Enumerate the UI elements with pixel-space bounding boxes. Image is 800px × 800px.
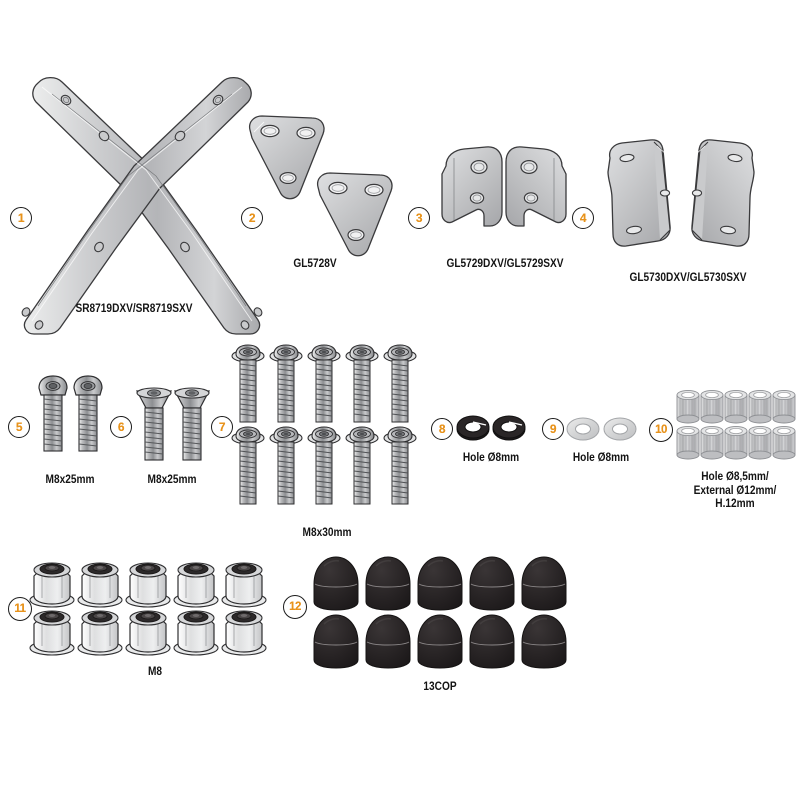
part-4-plates-graphic (596, 134, 766, 264)
part-1-frame-graphic (0, 58, 300, 348)
caption-part-3: GL5729DXV/GL5729SXV (446, 258, 564, 270)
caption-part-4: GL5730DXV/GL5730SXV (629, 272, 747, 284)
caption-part-8: Hole Ø8mm (462, 452, 520, 464)
callout-6[interactable]: 6 (110, 416, 132, 438)
caption-part-10: Hole Ø8,5mm/ External Ø12mm/ H.12mm (676, 471, 794, 512)
callout-1[interactable]: 1 (10, 207, 32, 229)
callout-7[interactable]: 7 (211, 416, 233, 438)
part-11-nuts-graphic (29, 558, 280, 668)
callout-3[interactable]: 3 (408, 207, 430, 229)
part-3-brackets-graphic (434, 140, 574, 250)
callout-5[interactable]: 5 (8, 416, 30, 438)
caption-part-1: SR8719DXV/SR8719SXV (75, 303, 193, 315)
caption-part-6: M8x25mm (147, 474, 197, 486)
callout-2[interactable]: 2 (241, 207, 263, 229)
part-6-screws-graphic (133, 386, 213, 468)
callout-9[interactable]: 9 (542, 418, 564, 440)
caption-part-7: M8x30mm (302, 527, 352, 539)
part-2-plates-graphic (238, 108, 368, 253)
callout-11[interactable]: 11 (8, 597, 32, 621)
caption-part-2: GL5728V (293, 258, 337, 270)
callout-12[interactable]: 12 (283, 595, 307, 619)
callout-8[interactable]: 8 (431, 418, 453, 440)
part-12-caps-graphic (310, 554, 570, 674)
part-2-plate-second-graphic (306, 165, 436, 275)
caption-part-10-line-3: H.12mm (715, 498, 755, 510)
part-7-screws-graphic (231, 344, 432, 529)
part-8-washers-graphic (456, 412, 526, 446)
part-10-spacers-graphic (676, 388, 796, 464)
caption-part-12: 13COP (423, 681, 457, 693)
caption-part-11: M8 (147, 666, 163, 678)
caption-part-10-line-1: Hole Ø8,5mm/ (701, 471, 769, 483)
part-5-screws-graphic (33, 374, 108, 464)
callout-10[interactable]: 10 (649, 418, 673, 442)
caption-part-5: M8x25mm (45, 474, 95, 486)
caption-part-9: Hole Ø8mm (572, 452, 630, 464)
part-9-washers-graphic (566, 414, 638, 444)
caption-part-10-line-2: External Ø12mm/ (693, 484, 777, 497)
callout-4[interactable]: 4 (572, 207, 594, 229)
